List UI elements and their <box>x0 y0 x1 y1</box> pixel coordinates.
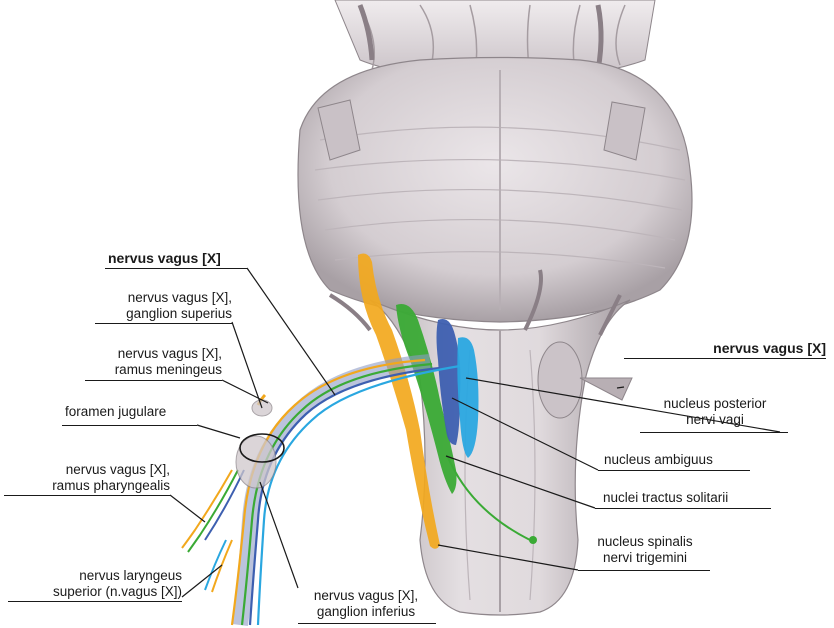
label-vagus-main-right: nervus vagus [X] <box>713 340 826 356</box>
underline-nucleus-spinalis <box>578 570 710 571</box>
nucleus-spinalis-nervi-trigemini-shape <box>358 253 440 549</box>
underline-laryngeus-superior <box>8 601 182 602</box>
vagus-nerve-fibers <box>181 354 537 627</box>
leader-lines <box>169 267 781 598</box>
label-vagus-main-left: nervus vagus [X] <box>108 250 221 266</box>
underline-ganglion-superius <box>95 323 232 324</box>
underline-vagus-main-left <box>105 268 247 269</box>
foramen-jugulare-ring <box>239 433 285 463</box>
label-ramus-meningeus: nervus vagus [X], ramus meningeus <box>114 346 222 377</box>
underline-vagus-main-right <box>624 358 826 359</box>
label-nuclei-tractus: nuclei tractus solitarii <box>603 490 729 505</box>
underline-ramus-meningeus <box>85 380 222 381</box>
underline-nucleus-ambiguus <box>598 470 750 471</box>
underline-ramus-pharyngealis <box>4 495 170 496</box>
nuclei-tractus-solitarii-shape <box>396 304 457 494</box>
label-foramen-jugulare: foramen jugulare <box>65 404 167 419</box>
label-nucleus-posterior: nucleus posterior nervi vagi <box>663 396 767 427</box>
underline-nucleus-posterior <box>640 432 788 433</box>
underline-nuclei-tractus <box>595 508 771 509</box>
label-ganglion-inferius: nervus vagus [X], ganglion inferius <box>313 588 419 619</box>
label-ganglion-superius: nervus vagus [X], ganglion superius <box>126 290 232 321</box>
nucleus-posterior-nervi-vagi-shape <box>457 337 479 458</box>
label-nucleus-spinalis: nucleus spinalis nervi trigemini <box>597 534 693 565</box>
label-nucleus-ambiguus: nucleus ambiguus <box>604 452 713 467</box>
nucleus-ambiguus-shape <box>436 319 461 445</box>
underline-foramen-jugulare <box>62 425 197 426</box>
pons <box>297 56 693 323</box>
underline-ganglion-inferius <box>298 623 436 624</box>
label-laryngeus-superior: nervus laryngeus superior (n.vagus [X]) <box>52 568 182 599</box>
label-ramus-pharyngealis: nervus vagus [X], ramus pharyngealis <box>52 462 170 493</box>
